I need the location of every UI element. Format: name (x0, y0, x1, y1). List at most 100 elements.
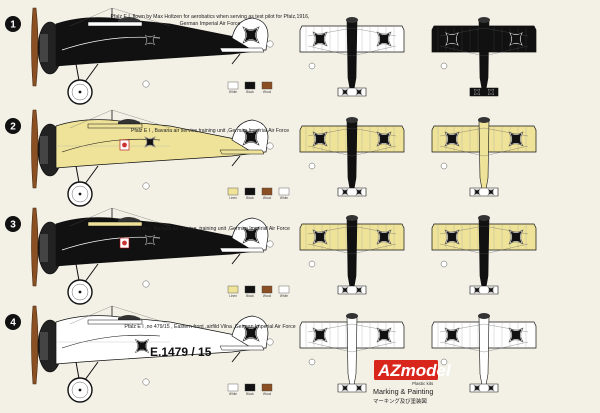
under-view (431, 215, 537, 295)
profile-scheme-4: E.1479 / 15 (31, 305, 274, 403)
engine (346, 17, 358, 23)
tail-cross-icon (341, 384, 349, 392)
wire (483, 341, 529, 353)
wing-cross-icon (508, 327, 524, 343)
wire (483, 243, 529, 255)
wheel-axle (78, 388, 82, 392)
profile-scheme-3 (31, 207, 274, 305)
color-swatch-label: Wood (263, 294, 271, 298)
callout-marker (308, 62, 316, 70)
wing-cross-icon (444, 229, 460, 245)
color-swatch (244, 187, 256, 196)
tail-cross-icon (355, 286, 363, 294)
propeller (31, 305, 39, 385)
callout-marker (308, 162, 316, 170)
wing-cross-icon (444, 131, 460, 147)
color-swatch-label: White (280, 196, 288, 200)
color-swatch-label: Black (246, 294, 254, 298)
scheme-number: 1 (10, 20, 16, 31)
engine-cylinders (40, 234, 48, 262)
caption-scheme-4: Pfalz E I ,no 479/15 , Eastern front ,ai… (5, 314, 296, 396)
tail-cross-icon (473, 286, 481, 294)
wire (439, 45, 485, 57)
scheme-caption: Pfalz E I , Bavaria air service,training… (131, 128, 289, 134)
tail-cross-icon (355, 188, 363, 196)
engine (478, 117, 490, 123)
engine (346, 215, 358, 221)
scheme-caption: Pfalz E I, flown by Max Holtzen for aero… (111, 14, 310, 20)
caption-scheme-3: Pfalz E I , Bavaria air service, trainin… (5, 216, 290, 298)
color-swatch (244, 285, 256, 294)
callout-marker (142, 182, 150, 190)
propeller (31, 7, 39, 87)
wheel-axle (78, 90, 82, 94)
top-view (299, 313, 405, 393)
plan-views-scheme-3 (299, 215, 537, 295)
wire (307, 243, 353, 255)
callout-marker (266, 240, 274, 248)
wheel-axle (78, 192, 82, 196)
brand-logo-block: AZmodel Plastic kits Marking & Painting … (373, 360, 452, 405)
engine (478, 313, 490, 319)
fuselage-stripe (61, 334, 161, 349)
wire (307, 145, 353, 157)
wing-cross-icon (312, 131, 328, 147)
callout-marker (440, 162, 448, 170)
color-swatch-label: Wood (263, 90, 271, 94)
tail-cross-icon (487, 88, 495, 96)
engine-cylinders (40, 136, 48, 164)
tail-cross-icon (487, 286, 495, 294)
color-swatch (244, 383, 256, 392)
wing-cross-icon (444, 327, 460, 343)
tail-cross-icon (473, 88, 481, 96)
crest-center (122, 240, 127, 246)
scheme-number: 2 (10, 122, 16, 133)
tail-cross-icon (341, 88, 349, 96)
wing-cross-icon (376, 327, 392, 343)
wire (351, 243, 397, 255)
color-swatch-label: White (280, 294, 288, 298)
wire (483, 145, 529, 157)
color-swatch-label: White (229, 90, 237, 94)
wing-cross-icon (508, 31, 524, 47)
callout-marker (308, 260, 316, 268)
wire (307, 45, 353, 57)
under-view (431, 17, 537, 97)
cockpit (118, 315, 140, 321)
wire (439, 145, 485, 157)
engine (346, 313, 358, 319)
wire (111, 109, 171, 129)
wing-cross-icon (444, 31, 460, 47)
wing-cross-icon (376, 31, 392, 47)
scheme-number-badge (5, 118, 21, 134)
color-swatch (227, 81, 239, 90)
tailplane (219, 247, 265, 253)
caption-scheme-2: Pfalz E I , Bavaria air service,training… (5, 118, 289, 200)
color-swatch (227, 383, 239, 392)
color-swatch (227, 187, 239, 196)
top-view (299, 117, 405, 197)
engine-cylinders (40, 332, 48, 360)
callout-marker (142, 280, 150, 288)
tailplane (219, 345, 265, 351)
wire (111, 7, 171, 27)
cockpit (118, 17, 140, 23)
fuselage-cross-icon (144, 34, 156, 46)
engine-cylinders (40, 34, 48, 62)
propeller (31, 207, 39, 287)
wheel-hub (71, 83, 89, 101)
wheel-hub (71, 185, 89, 203)
wing-cross-icon (508, 229, 524, 245)
wire (111, 305, 171, 325)
rudder-cross-icon (242, 26, 260, 44)
wire (351, 341, 397, 353)
brand-logo-text: AZmodel (377, 361, 452, 380)
callout-marker (142, 378, 150, 386)
tail-skid (231, 53, 241, 65)
wire (439, 243, 485, 255)
wheel-hub (71, 381, 89, 399)
tail-skid (231, 253, 241, 265)
under-view (431, 313, 537, 393)
tail-cross-icon (341, 188, 349, 196)
wing-cross-icon (376, 229, 392, 245)
